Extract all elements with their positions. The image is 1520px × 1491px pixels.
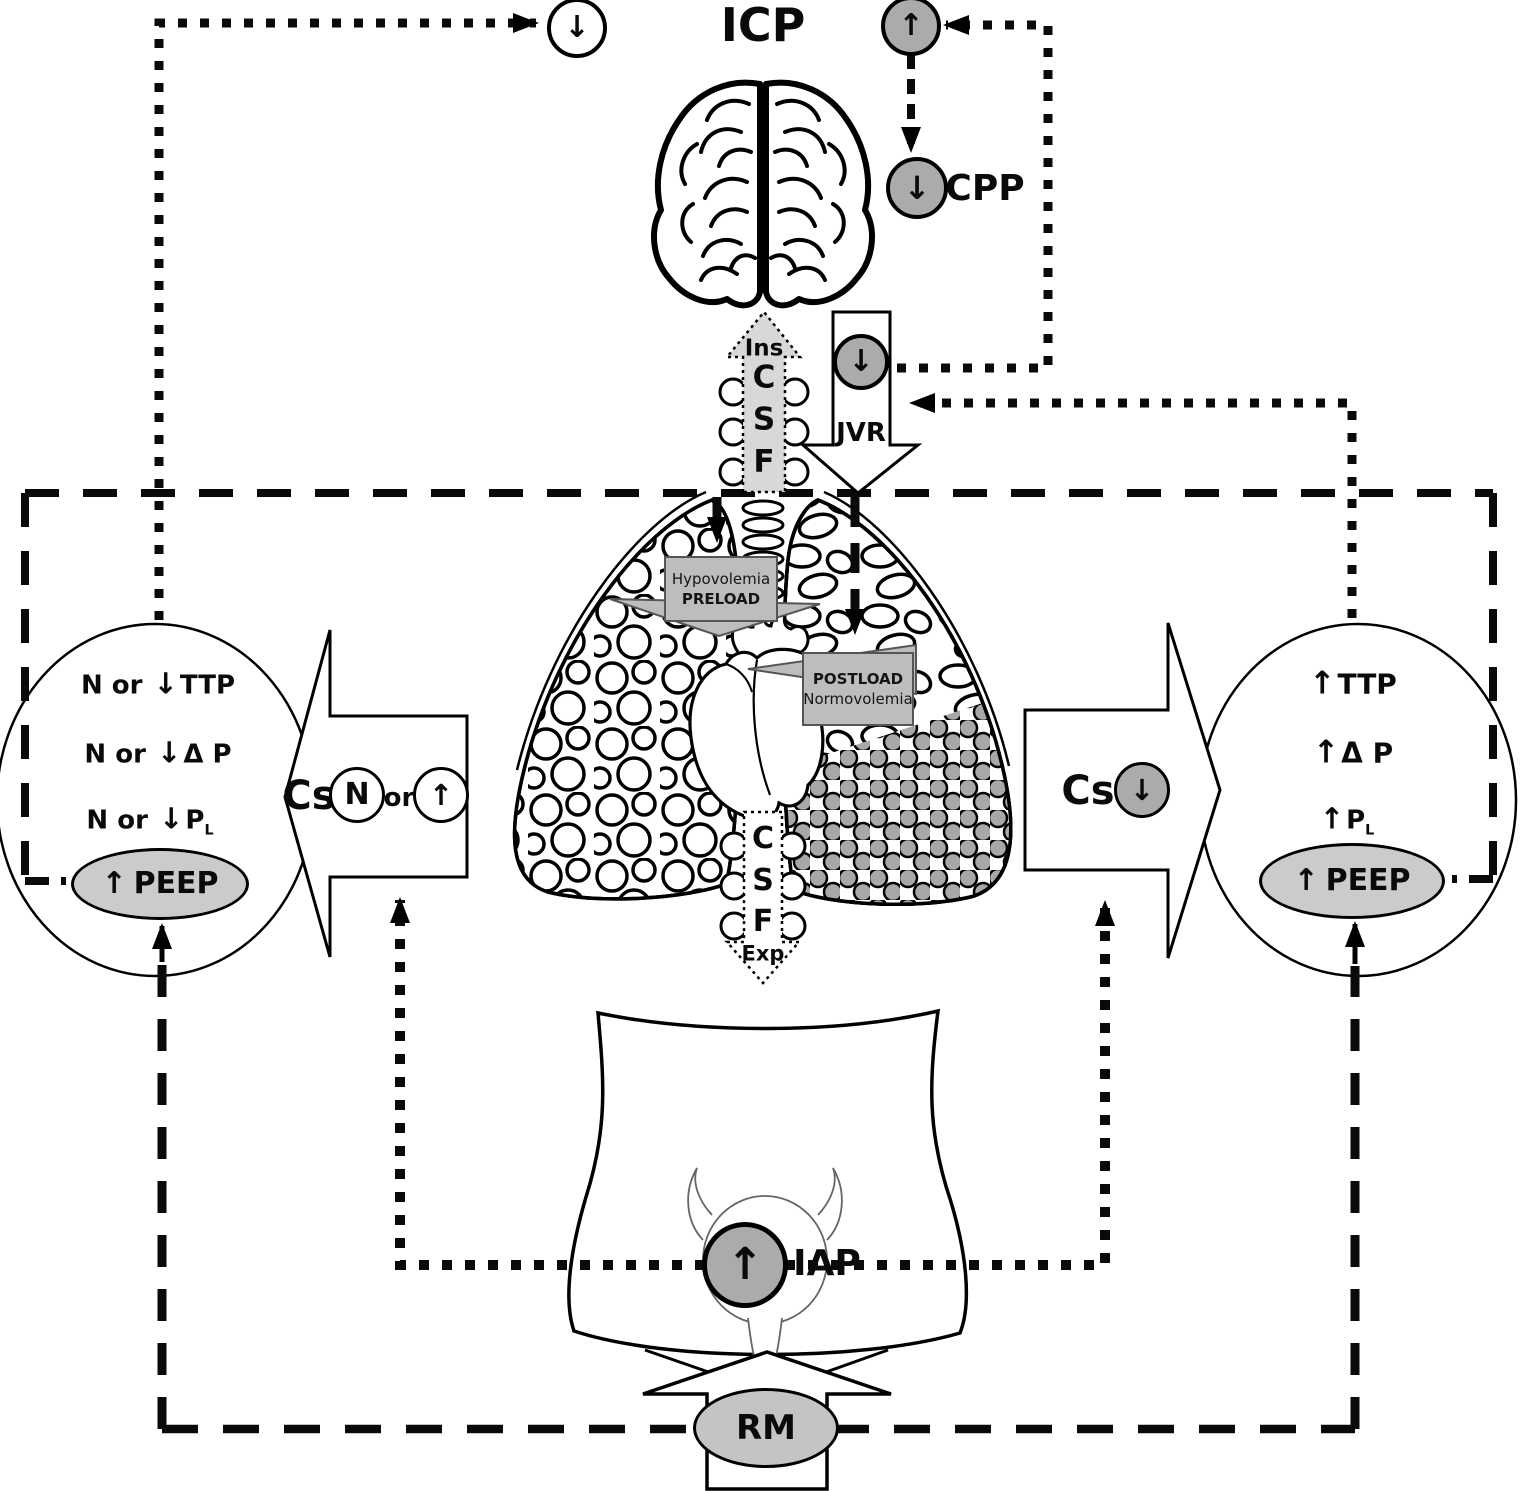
right-cs-down-node: ↓ <box>1114 762 1170 818</box>
arrow-down-icon: ↓ <box>1129 772 1155 807</box>
heart-illustration <box>688 612 828 822</box>
left-cs-up-node: ↑ <box>413 767 469 823</box>
arrow-down-icon: ↓ <box>564 10 590 45</box>
postload-box: POSTLOAD Normovolemia <box>802 652 914 726</box>
preload-box: Hypovolemia PRELOAD <box>664 556 778 622</box>
preload-line2: PRELOAD <box>681 590 761 608</box>
arrow-down-icon: ↓ <box>903 169 931 207</box>
iap-node: ↑ <box>702 1222 788 1308</box>
left-circle-to-icp-decrease-path <box>154 13 539 620</box>
left-cs-normal-node: N <box>329 767 385 823</box>
arrow-up-icon: ↑ <box>1309 665 1336 702</box>
csf-letter: S <box>752 401 776 438</box>
arrow-up-icon: ↑ <box>1293 863 1319 898</box>
csf-ins-arrow <box>718 310 810 494</box>
right-circle-row-deltap: ↑Δ P <box>1312 734 1394 771</box>
arrow-down-icon: ↓ <box>156 735 182 770</box>
arrow-up-icon: ↑ <box>101 866 127 901</box>
feedback-paths <box>154 13 1357 1270</box>
left-circle-row-ttp: N or ↓TTP <box>80 666 236 701</box>
rm-pill: RM <box>693 1388 839 1468</box>
csf-exp-phase-label: Exp <box>741 941 785 966</box>
left-cs-or-label: or <box>383 783 415 813</box>
csf-letter: C <box>751 821 775 856</box>
icp-increase-node: ↑ <box>881 0 941 56</box>
iap-to-right-cs-path <box>785 900 1115 1270</box>
right-circle-row-pl: ↑PL <box>1319 801 1375 839</box>
csf-exp-arrow <box>719 810 807 985</box>
boundary-drop-arrows <box>707 497 865 635</box>
arrow-down-icon: ↓ <box>158 801 184 836</box>
arrow-down-icon: ↓ <box>153 666 178 701</box>
left-cs-label: Cs <box>282 773 336 819</box>
jvr-label: JVR <box>836 418 886 448</box>
csf-letter: C <box>752 359 776 396</box>
dashed-boundary <box>21 489 1497 1434</box>
abdomen-illustration <box>567 1008 969 1394</box>
cpp-node: ↓ <box>886 157 948 219</box>
arrow-up-icon: ↑ <box>898 8 924 43</box>
atelectasis-region <box>786 692 1011 905</box>
brain-illustration <box>654 83 875 306</box>
arrow-up-icon: ↑ <box>726 1239 764 1290</box>
csf-letter: F <box>753 443 775 480</box>
icp-decrease-node: ↓ <box>547 0 607 58</box>
preload-line1: Hypovolemia <box>671 569 771 588</box>
arrow-down-icon: ↓ <box>848 344 874 379</box>
left-circle-row-deltap: N or ↓Δ P <box>84 735 232 770</box>
jvr-node: ↓ <box>833 334 889 390</box>
right-cs-label: Cs <box>1061 768 1115 814</box>
left-peep-pill: ↑PEEP <box>71 848 249 920</box>
left-circle-row-pl: N or ↓PL <box>86 801 214 839</box>
iap-to-left-cs-path <box>390 897 705 1270</box>
rm-to-peep-arrows <box>152 921 1365 964</box>
arrow-up-icon: ↑ <box>1319 801 1345 836</box>
arrow-up-icon: ↑ <box>1312 734 1340 771</box>
right-circle-to-jvr-path <box>909 393 1357 618</box>
postload-line2: Normovolemia <box>803 690 913 708</box>
iap-label: IAP <box>793 1243 861 1284</box>
csf-letter: S <box>752 863 774 898</box>
csf-ins-phase-label: Ins <box>744 335 784 362</box>
cpp-label: CPP <box>945 168 1025 209</box>
postload-line1: POSTLOAD <box>812 669 904 688</box>
right-peep-pill: ↑PEEP <box>1259 843 1445 919</box>
right-circle-row-ttp: ↑TTP <box>1309 665 1397 702</box>
arrow-up-icon: ↑ <box>428 777 454 812</box>
jvr-down-arrow <box>799 310 923 495</box>
csf-letter: F <box>752 904 774 939</box>
page-title: ICP <box>720 0 806 52</box>
